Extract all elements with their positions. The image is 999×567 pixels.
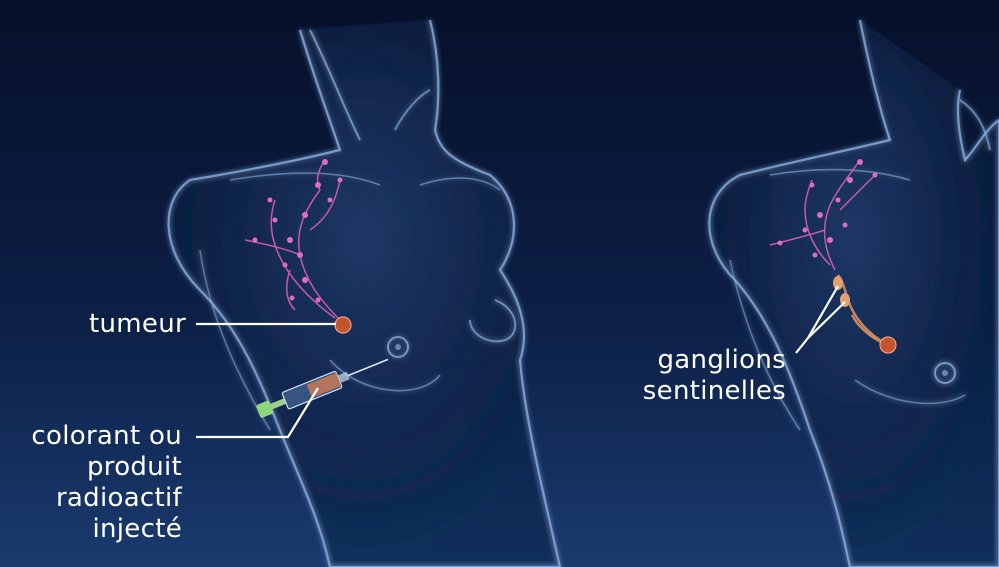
injection-label-line-3: radioactif xyxy=(0,483,182,514)
injection-label-line-1: colorant ou xyxy=(0,421,182,452)
sentinel-label-line-2: sentinelles xyxy=(600,376,786,407)
right-tumor-marker xyxy=(880,337,896,353)
tumor-label: tumeur xyxy=(0,309,186,340)
left-torso xyxy=(169,20,560,567)
injection-label-line-2: produit xyxy=(0,452,182,483)
injection-label-line-4: injecté xyxy=(0,514,182,545)
injection-label: colorant ou produit radioactif injecté xyxy=(0,421,182,545)
tumor-marker xyxy=(335,317,351,333)
right-torso xyxy=(709,20,999,567)
sentinel-nodes-label: ganglions sentinelles xyxy=(600,345,786,407)
sentinel-label-line-1: ganglions xyxy=(600,345,786,376)
tumor-label-text: tumeur xyxy=(0,309,186,340)
